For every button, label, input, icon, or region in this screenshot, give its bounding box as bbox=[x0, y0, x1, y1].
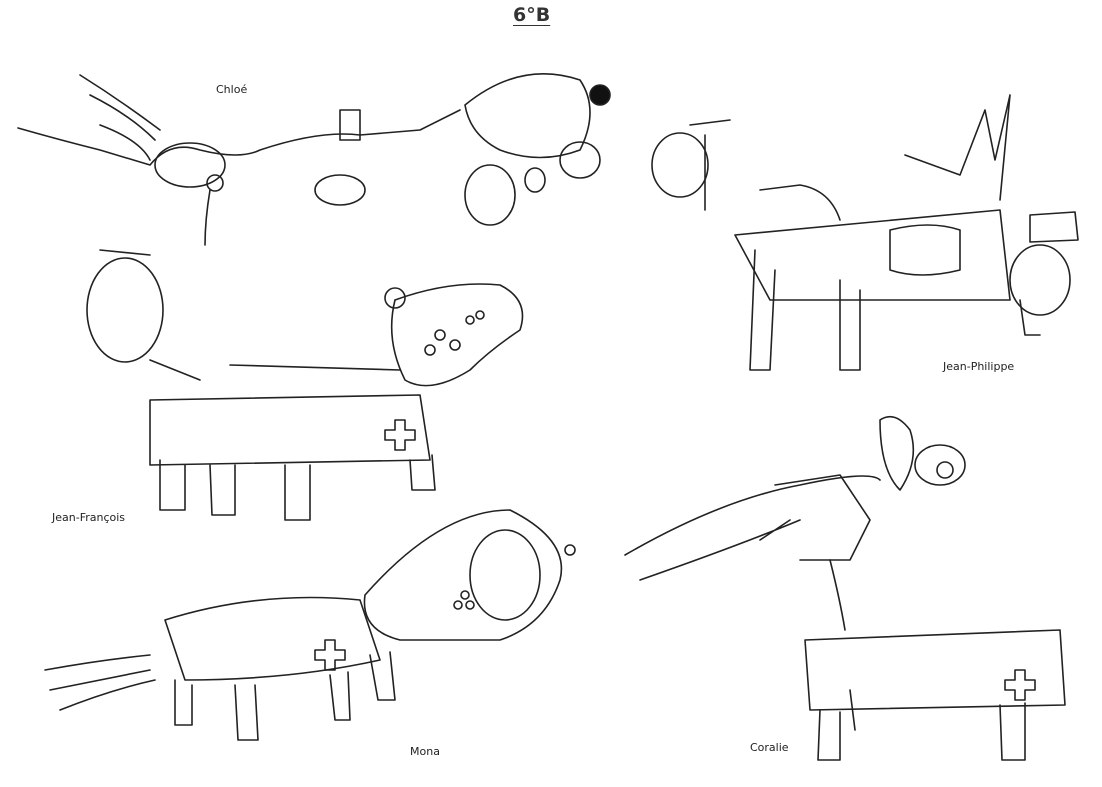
drawing-jean-francois bbox=[86, 249, 524, 521]
artist-label-coralie: Coralie bbox=[750, 741, 789, 754]
artist-label-mona: Mona bbox=[410, 745, 440, 758]
drawing-jean-philippe bbox=[651, 94, 1079, 371]
artist-label-jean-francois: Jean-François bbox=[52, 511, 126, 524]
artist-label-chloe: Chloé bbox=[216, 83, 248, 96]
class-title: 6°B bbox=[513, 4, 551, 26]
artist-label-jean-philippe: Jean-Philippe bbox=[943, 360, 1015, 373]
drawing-chloe bbox=[17, 73, 611, 246]
drawing-mona bbox=[44, 509, 576, 741]
drawing-coralie bbox=[624, 415, 1066, 761]
